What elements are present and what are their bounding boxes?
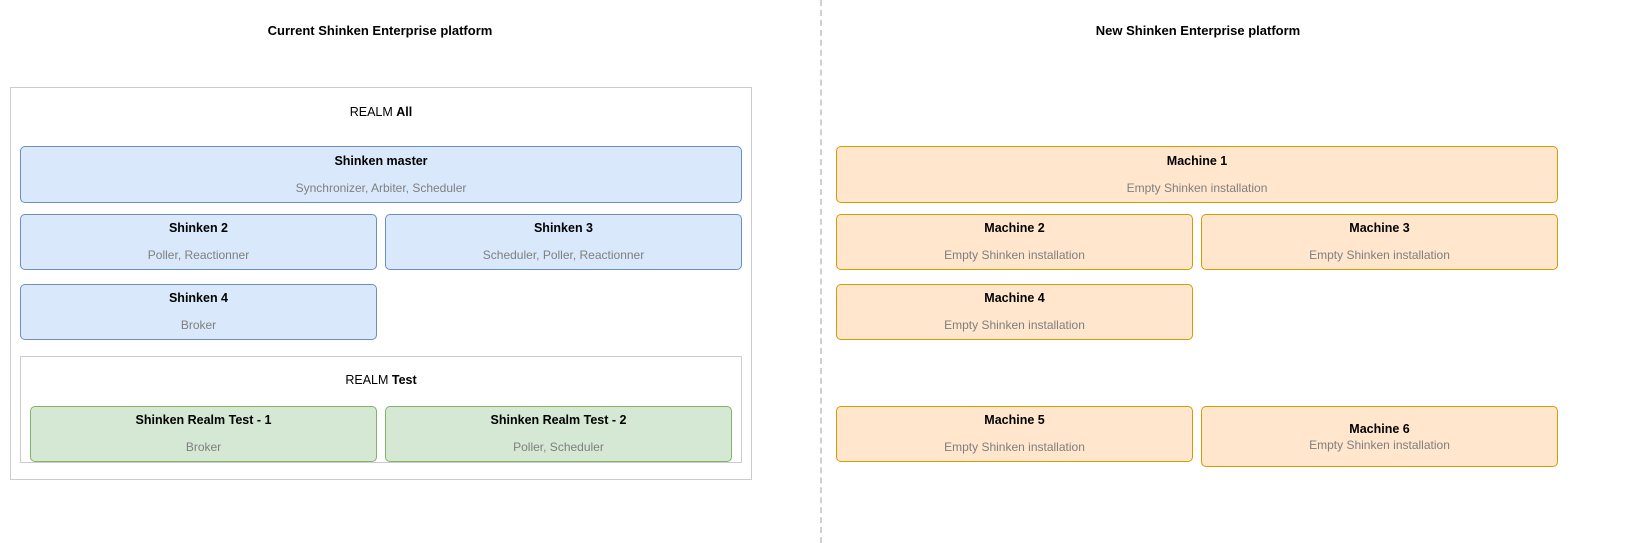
node-machine-1[interactable]: Machine 1 Empty Shinken installation: [836, 146, 1558, 203]
left-panel-title: Current Shinken Enterprise platform: [267, 23, 493, 38]
node-subtitle: Empty Shinken installation: [1309, 248, 1450, 262]
node-title: Shinken master: [334, 153, 428, 168]
node-subtitle: Empty Shinken installation: [944, 440, 1085, 454]
node-title: Machine 1: [1166, 153, 1228, 168]
realm-all-label: REALM All: [11, 105, 751, 120]
node-title: Shinken 4: [168, 291, 229, 305]
node-subtitle: Empty Shinken installation: [944, 248, 1085, 262]
realm-all-label-name: All: [396, 105, 413, 119]
node-title: Machine 5: [984, 413, 1045, 427]
node-shinken-3[interactable]: Shinken 3 Scheduler, Poller, Reactionner: [385, 214, 742, 270]
node-machine-6[interactable]: Machine 6 Empty Shinken installation: [1201, 406, 1558, 467]
node-subtitle: Broker: [185, 440, 222, 454]
node-title: Machine 2: [984, 221, 1045, 235]
node-shinken-master[interactable]: Shinken master Synchronizer, Arbiter, Sc…: [20, 146, 742, 203]
node-shinken-4[interactable]: Shinken 4 Broker: [20, 284, 377, 340]
realm-all-label-prefix: REALM: [349, 105, 393, 119]
node-subtitle: Poller, Reactionner: [147, 248, 250, 262]
node-subtitle: Synchronizer, Arbiter, Scheduler: [295, 180, 467, 195]
node-subtitle: Poller, Scheduler: [513, 440, 604, 454]
node-subtitle: Scheduler, Poller, Reactionner: [482, 248, 645, 262]
right-panel-title: New Shinken Enterprise platform: [1095, 23, 1301, 38]
realm-test-label: REALM Test: [21, 373, 741, 388]
node-subtitle: Broker: [180, 318, 217, 332]
node-title: Shinken Realm Test - 1: [135, 413, 272, 427]
node-machine-5[interactable]: Machine 5 Empty Shinken installation: [836, 406, 1193, 462]
node-title: Machine 3: [1349, 221, 1410, 235]
node-subtitle: Empty Shinken installation: [1126, 180, 1268, 195]
node-shinken-2[interactable]: Shinken 2 Poller, Reactionner: [20, 214, 377, 270]
node-title: Shinken Realm Test - 2: [490, 413, 627, 427]
node-subtitle: Empty Shinken installation: [944, 318, 1085, 332]
node-subtitle: Empty Shinken installation: [1309, 438, 1450, 452]
panel-divider: [820, 0, 822, 543]
node-shinken-realm-test-2[interactable]: Shinken Realm Test - 2 Poller, Scheduler: [385, 406, 732, 462]
node-machine-3[interactable]: Machine 3 Empty Shinken installation: [1201, 214, 1558, 270]
node-machine-4[interactable]: Machine 4 Empty Shinken installation: [836, 284, 1193, 340]
realm-test-label-name: Test: [391, 373, 417, 387]
realm-test-label-prefix: REALM: [345, 373, 389, 387]
node-title: Shinken 2: [168, 221, 229, 235]
node-machine-2[interactable]: Machine 2 Empty Shinken installation: [836, 214, 1193, 270]
node-title: Shinken 3: [533, 221, 594, 235]
node-title: Machine 4: [984, 291, 1045, 305]
node-title: Machine 6: [1349, 422, 1410, 436]
node-shinken-realm-test-1[interactable]: Shinken Realm Test - 1 Broker: [30, 406, 377, 462]
